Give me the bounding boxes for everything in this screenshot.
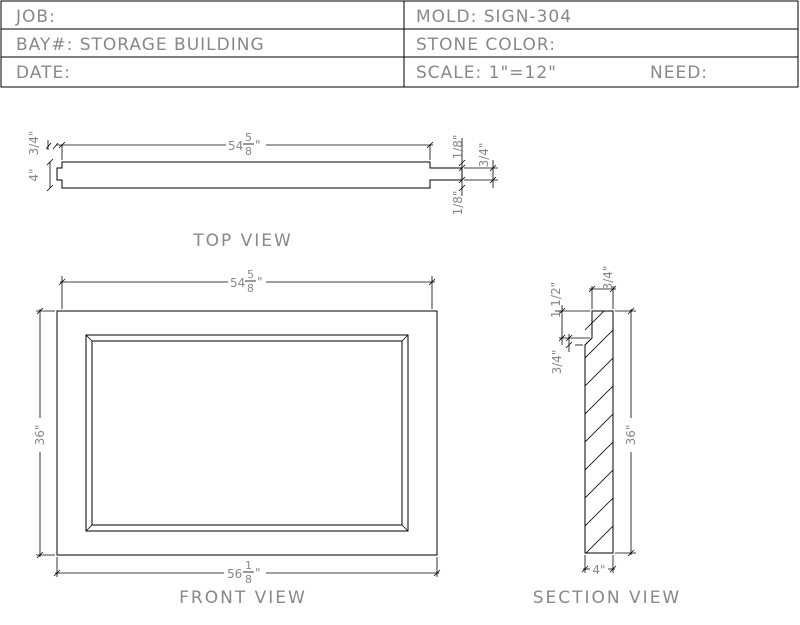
front-view-title: FRONT VIEW [179, 588, 307, 608]
left-three-quarter-dim: 3/4" [27, 131, 41, 156]
section-top-three-quarter-dim: 3/4" [601, 266, 615, 291]
scale-label: SCALE: 1"=12" [416, 63, 557, 83]
title-block: JOB: MOLD: SIGN-304 BAY#: STORAGE BUILDI… [0, 0, 799, 88]
dimension-tick [46, 184, 54, 192]
dimension-tick [426, 141, 434, 149]
front-height-dim: 36" [33, 425, 47, 446]
dimension-tick [609, 565, 617, 573]
top-width-unit: " [255, 138, 261, 152]
top-width-denominator: 8 [245, 145, 252, 158]
dimension-tick [45, 142, 52, 150]
dimension-tick [565, 341, 573, 349]
top-width-whole: 54 [228, 139, 243, 153]
front-top-whole: 54 [230, 276, 245, 290]
section-hatch [585, 311, 613, 553]
need-label: NEED: [650, 63, 708, 83]
front-view-inner-face [91, 340, 403, 526]
front-bottom-unit: " [255, 566, 261, 580]
title-block-frame [0, 0, 799, 88]
dimension-tick [433, 569, 441, 577]
top-view: 54 5 8 " 3/4" 4" 1/8" 3/4" 1/8" TOP VIEW [27, 131, 498, 251]
front-bottom-whole: 56 [227, 567, 242, 581]
bevel-line [85, 524, 93, 532]
front-view-outer-panel [56, 310, 438, 556]
dimension-tick [558, 334, 566, 342]
front-view-raised-border [85, 334, 409, 532]
right-three-quarter-dim: 3/4" [477, 143, 491, 168]
dimension-tick [53, 569, 61, 577]
section-one-half-dim: 1 1/2" [549, 282, 563, 318]
front-top-denominator: 8 [247, 282, 254, 295]
dimension-tick [36, 307, 44, 315]
right-eighth-top-dim: 1/8" [451, 135, 465, 160]
dimension-tick [489, 176, 497, 184]
mold-label: MOLD: SIGN-304 [416, 7, 572, 27]
dimension-tick [46, 158, 54, 166]
bevel-line [85, 334, 93, 342]
bay-label: BAY#: STORAGE BUILDING [16, 35, 265, 55]
dimension-tick [627, 307, 635, 315]
dimension-tick [58, 278, 66, 286]
section-profile [584, 310, 614, 554]
stone-color-label: STONE COLOR: [416, 35, 556, 55]
top-view-profile [56, 161, 463, 189]
front-top-numerator: 5 [247, 268, 254, 281]
dimension-tick [609, 285, 617, 293]
dimension-tick [58, 141, 66, 149]
dimension-tick [458, 159, 466, 167]
section-view: 3/4" 1 1/2" 3/4" 36" 4" SECTION VIEW [533, 266, 682, 608]
section-view-title: SECTION VIEW [533, 588, 682, 608]
dimension-tick [581, 565, 589, 573]
dimension-tick [565, 334, 573, 342]
right-eighth-bottom-dim: 1/8" [451, 191, 465, 216]
section-height-dim: 36" [624, 425, 638, 446]
bevel-line [401, 524, 409, 532]
bevel-line [401, 334, 409, 342]
top-width-numerator: 5 [245, 131, 252, 144]
front-bottom-denominator: 8 [245, 573, 252, 586]
top-view-title: TOP VIEW [192, 231, 293, 251]
dimension-tick [489, 164, 497, 172]
dimension-tick [458, 164, 466, 172]
dimension-tick [52, 142, 59, 150]
front-view: 54 5 8 " 36" 56 1 8 " FRONT VIEW [33, 268, 441, 608]
dimension-tick [458, 176, 466, 184]
dimension-tick [627, 549, 635, 557]
dimension-tick [36, 551, 44, 559]
dimension-tick [428, 278, 436, 286]
section-three-quarter-dim: 3/4" [550, 350, 564, 375]
job-label: JOB: [15, 7, 56, 27]
front-bottom-numerator: 1 [245, 559, 252, 572]
front-top-unit: " [257, 275, 263, 289]
section-width-dim: 4" [592, 563, 605, 577]
dimension-tick [458, 184, 466, 192]
date-label: DATE: [16, 63, 71, 83]
dimension-tick [558, 307, 566, 315]
left-four-dim: 4" [27, 168, 41, 181]
dimension-tick [588, 285, 596, 293]
